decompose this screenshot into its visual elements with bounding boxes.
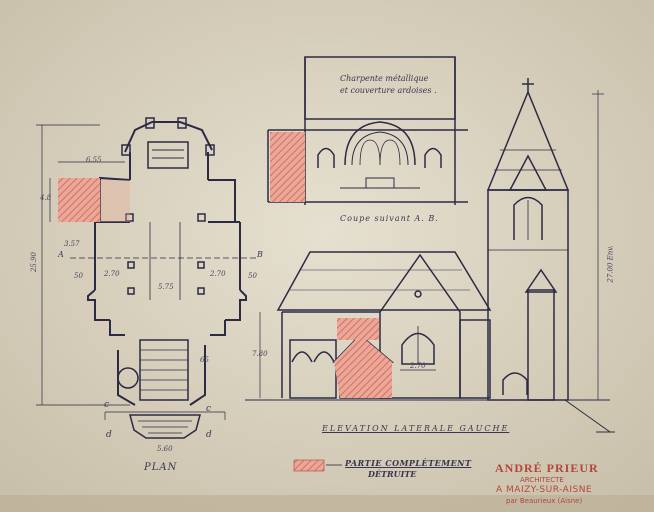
plan-dim-width-top: 6.55 <box>86 156 102 164</box>
plan-dim-nave-right: 2.70 <box>210 270 226 278</box>
plan-dim-left-mid: 4.8 <box>40 194 52 202</box>
architect-name: ANDRÉ PRIEUR <box>495 461 599 475</box>
legend-swatch <box>293 459 325 472</box>
plan-dim-aisle-right: 50 <box>248 272 257 280</box>
plan-dim-aisle-left: 50 <box>74 272 83 280</box>
plan-dim-left-small: 3.57 <box>64 240 80 248</box>
plan-marker-b: B <box>257 250 263 259</box>
plan-dim-nave-left: 2.70 <box>104 270 120 278</box>
plan-marker-a: A <box>58 250 64 259</box>
section-drawing <box>267 56 468 205</box>
plan-dim-overall: 25.90 <box>30 251 39 273</box>
section-note-line2: et couverture ardoises . <box>340 86 437 95</box>
plan-marker-c-right: c <box>206 404 212 414</box>
legend-text-line2: DÉTRUITE <box>368 469 417 479</box>
plan-dim-porch: 65 <box>200 356 209 364</box>
plan-marker-d-left: d <box>106 430 112 440</box>
elevation-caption: ELEVATION LATERALE GAUCHE <box>322 424 510 433</box>
section-caption: Coupe suivant A. B. <box>340 214 439 223</box>
elevation-drawing <box>245 78 615 433</box>
elevation-window-dim: 2.70 <box>410 362 426 370</box>
plan-marker-d-right: d <box>206 430 212 440</box>
plan-dim-bottom: 5.60 <box>157 445 173 453</box>
plan-destroyed-area <box>58 178 100 222</box>
plan-marker-c-left: c <box>104 400 110 410</box>
elevation-destroyed-wall <box>337 318 379 340</box>
plan-title: PLAN <box>144 462 178 473</box>
architect-region: par Beaurieux (Aisne) <box>506 497 583 505</box>
plan-dimension-lines <box>36 124 226 420</box>
elevation-dimension-lines <box>259 90 604 400</box>
section-note-line1: Charpente métallique <box>340 74 429 83</box>
elevation-left-height: 7.80 <box>252 350 268 358</box>
elevation-height: 27.00 Env. <box>606 245 615 283</box>
plan-dim-nave-center: 5.75 <box>158 283 174 291</box>
architect-city: A MAIZY-SUR-AISNE <box>496 485 593 495</box>
section-destroyed-area <box>270 132 305 202</box>
elevation-destroyed-porch <box>334 335 392 398</box>
legend-text-line1: PARTIE COMPLÈTEMENT <box>345 458 472 468</box>
architect-role: ARCHITECTE <box>520 476 564 484</box>
